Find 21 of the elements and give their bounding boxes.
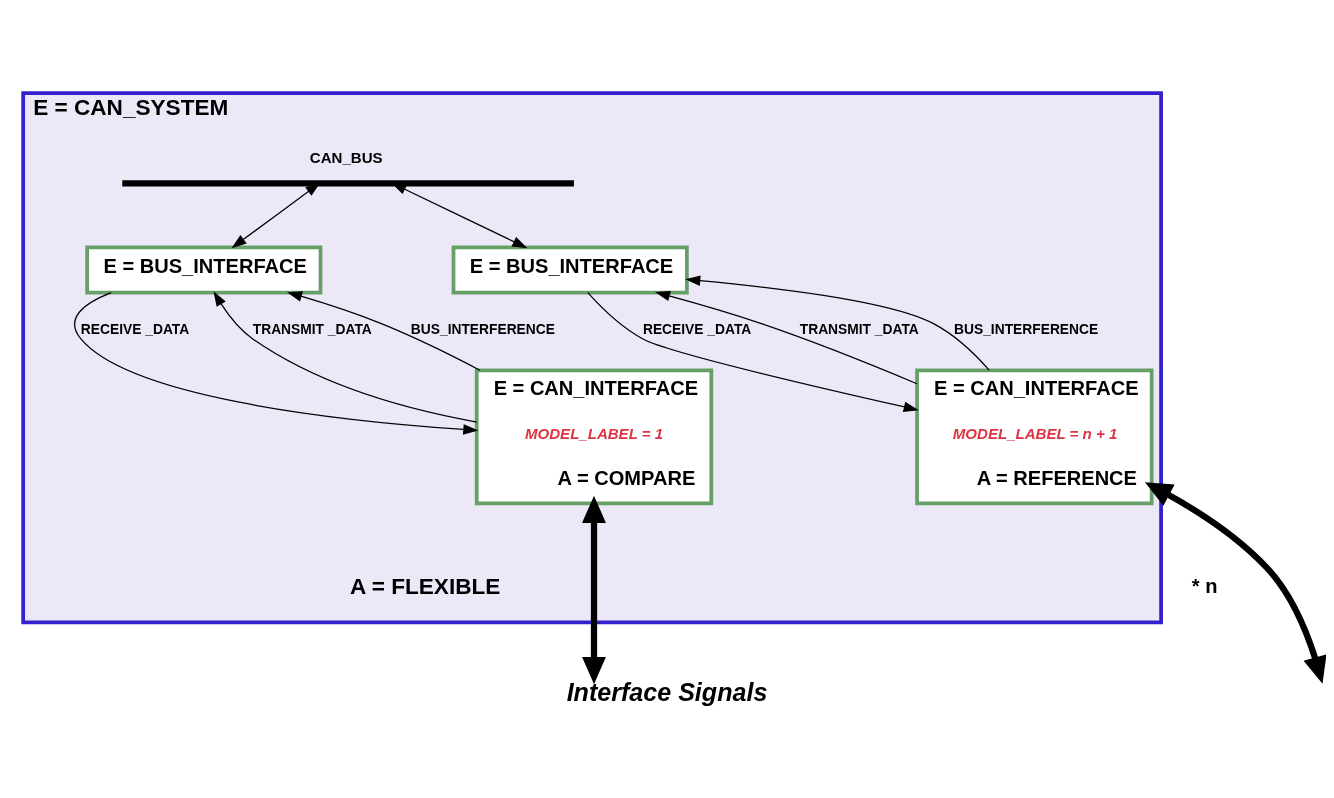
edge-label: BUS_INTERFERENCE	[410, 321, 555, 337]
node-box: E = CAN_INTERFACE MODEL_LABEL = n + 1 A = REFERENCE	[915, 368, 1154, 506]
edge-label: TRANSMIT _DATA	[799, 321, 919, 337]
arrow	[655, 290, 918, 385]
node-text: CAN_BUS	[309, 149, 383, 167]
diagram-title: Interface Signals	[566, 678, 768, 707]
node-box: E = CAN_INTERFACE MODEL_LABEL = 1 A = COMPARE	[474, 368, 714, 506]
edge-label: RECEIVE _DATA	[642, 321, 752, 337]
arrow	[685, 275, 990, 371]
edge-label: TRANSMIT _DATA	[252, 321, 372, 337]
label: * n	[1191, 575, 1218, 598]
arrow	[587, 292, 919, 412]
arrow	[74, 292, 479, 435]
edge-label: RECEIVE _DATA	[80, 321, 190, 337]
edge-label: BUS_INTERFERENCE	[954, 321, 1099, 337]
arrow	[213, 291, 478, 423]
arrow	[287, 291, 481, 371]
node-box: E = BUS_INTERFACE	[85, 245, 323, 295]
arrow	[582, 495, 606, 685]
arrow	[1144, 482, 1326, 684]
node-box: E = BUS_INTERFACE	[451, 245, 689, 295]
